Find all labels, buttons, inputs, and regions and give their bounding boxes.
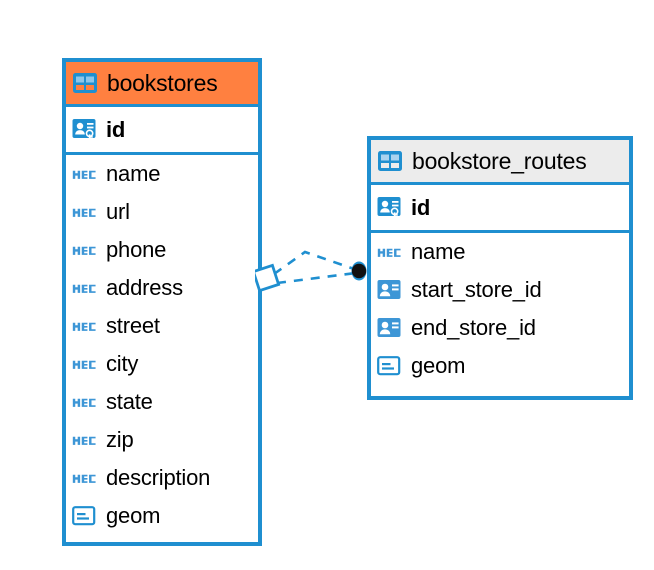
primary-key-section: id: [371, 185, 629, 233]
field-row-phone[interactable]: phone: [66, 231, 258, 269]
text-abc-icon: [377, 245, 403, 259]
field-label: name: [411, 239, 466, 264]
field-label: description: [106, 465, 211, 490]
field-row-name[interactable]: name: [371, 233, 629, 271]
field-label: zip: [106, 427, 134, 452]
table-icon: [72, 72, 98, 94]
field-label: geom: [106, 503, 161, 528]
field-label: geom: [411, 353, 466, 378]
field-list: name start_store_id: [371, 233, 629, 385]
entity-header-bookstores[interactable]: bookstores: [66, 62, 258, 107]
field-label: end_store_id: [411, 315, 536, 340]
field-label: state: [106, 389, 153, 414]
field-row-description[interactable]: description: [66, 459, 258, 497]
field-row-end-store-id[interactable]: end_store_id: [371, 309, 629, 347]
primary-key-section: id: [66, 107, 258, 155]
foreign-key-icon: [377, 317, 403, 339]
text-abc-icon: [72, 357, 98, 371]
field-label: city: [106, 351, 139, 376]
field-label: address: [106, 275, 183, 300]
field-label: street: [106, 313, 160, 338]
field-label: id: [411, 194, 431, 220]
field-label: url: [106, 199, 130, 224]
text-abc-icon: [72, 205, 98, 219]
text-abc-icon: [72, 281, 98, 295]
field-list: name url phone: [66, 155, 258, 535]
field-label: name: [106, 161, 161, 186]
field-row-start-store-id[interactable]: start_store_id: [371, 271, 629, 309]
field-row-geom[interactable]: geom: [371, 347, 629, 385]
field-label: phone: [106, 237, 167, 262]
foreign-key-icon: [377, 279, 403, 301]
relationship-line-lower: [276, 271, 357, 285]
relationship-connector[interactable]: [255, 240, 380, 315]
field-row-url[interactable]: url: [66, 193, 258, 231]
text-abc-icon: [72, 395, 98, 409]
entity-header-bookstore-routes[interactable]: bookstore_routes: [371, 140, 629, 185]
field-label: start_store_id: [411, 277, 542, 302]
primary-key-icon: [72, 118, 98, 142]
geometry-icon: [377, 355, 403, 377]
field-row-geom[interactable]: geom: [66, 497, 258, 535]
table-icon: [377, 150, 403, 172]
relationship-target-circle-icon: [351, 261, 367, 281]
field-row-city[interactable]: city: [66, 345, 258, 383]
field-row-id[interactable]: id: [371, 185, 629, 230]
field-row-street[interactable]: street: [66, 307, 258, 345]
text-abc-icon: [72, 167, 98, 181]
field-row-address[interactable]: address: [66, 269, 258, 307]
text-abc-icon: [72, 243, 98, 257]
text-abc-icon: [72, 319, 98, 333]
field-row-id[interactable]: id: [66, 107, 258, 152]
field-row-name[interactable]: name: [66, 155, 258, 193]
entity-bookstores[interactable]: bookstores id: [62, 58, 262, 546]
primary-key-icon: [377, 196, 403, 220]
field-label: id: [106, 116, 126, 142]
text-abc-icon: [72, 433, 98, 447]
entity-title: bookstore_routes: [412, 147, 587, 174]
geometry-icon: [72, 505, 98, 527]
field-row-zip[interactable]: zip: [66, 421, 258, 459]
entity-bookstore-routes[interactable]: bookstore_routes id: [367, 136, 633, 400]
relationship-line-upper: [273, 250, 358, 276]
field-row-state[interactable]: state: [66, 383, 258, 421]
entity-title: bookstores: [107, 69, 218, 96]
text-abc-icon: [72, 471, 98, 485]
